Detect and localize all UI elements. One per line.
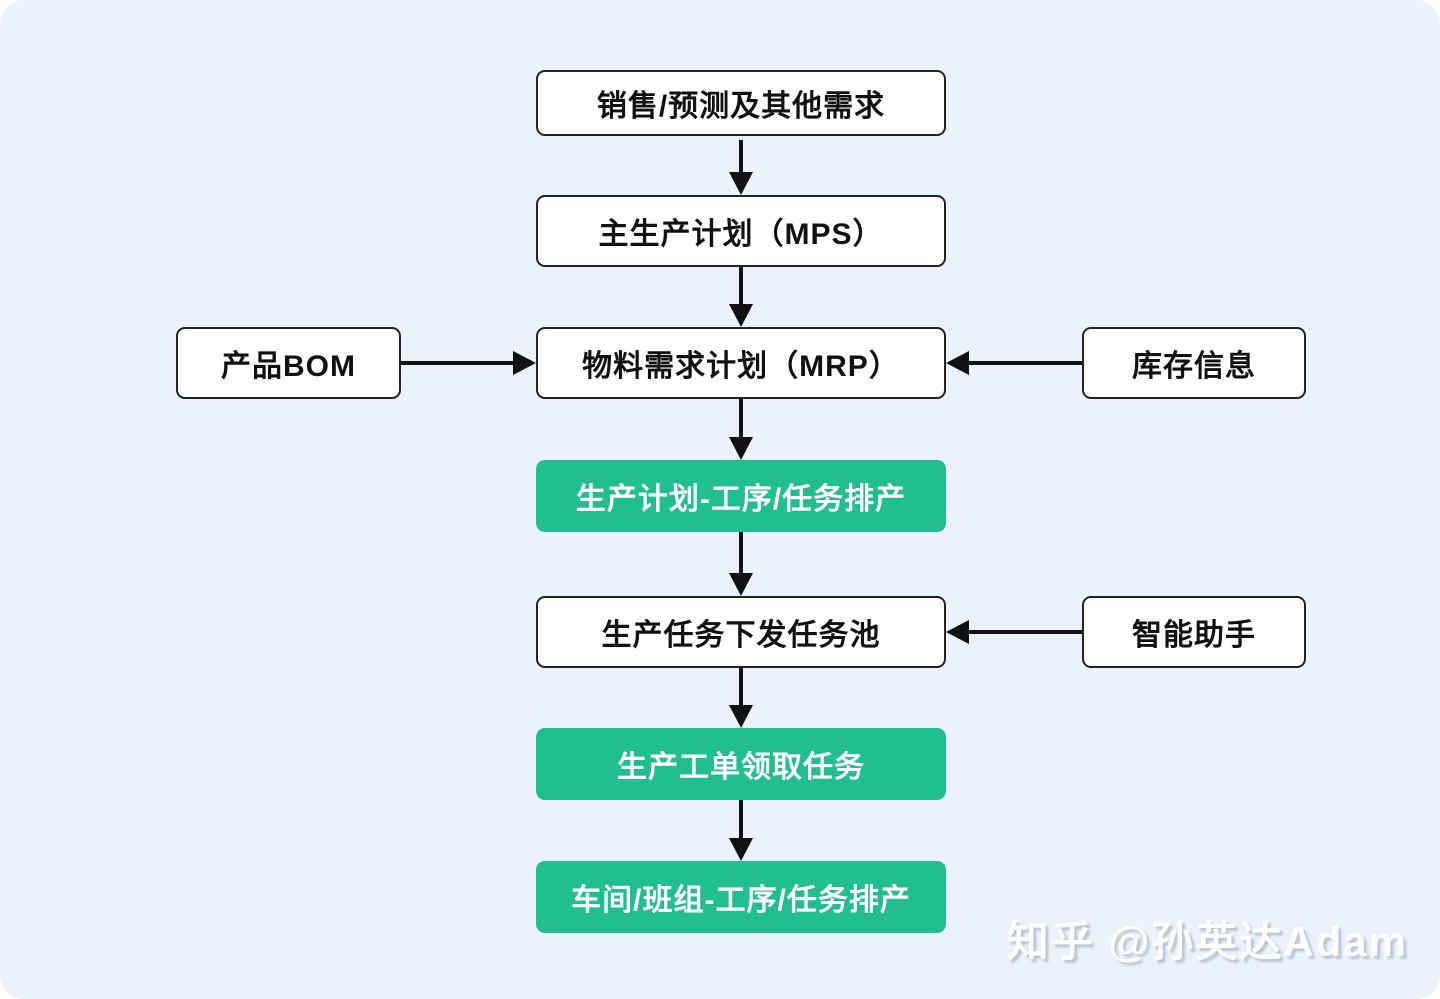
node-workshop-team-scheduling: 车间/班组-工序/任务排产 [536, 861, 946, 933]
node-inventory-info: 库存信息 [1082, 327, 1306, 399]
arrow-mrp-to-plan-scheduling [739, 399, 743, 437]
node-sales-forecast-demand: 销售/预测及其他需求 [536, 70, 946, 136]
arrow-inventory-to-mrp [969, 361, 1082, 365]
node-work-order-claim-task: 生产工单领取任务 [536, 728, 946, 800]
node-product-bom: 产品BOM [176, 327, 401, 399]
arrow-sales-to-mps [739, 140, 743, 172]
node-smart-assistant: 智能助手 [1082, 596, 1306, 668]
watermark: 知乎 @孙英达Adam [1006, 918, 1408, 965]
arrow-plan-scheduling-to-task-pool [739, 532, 743, 573]
node-task-pool: 生产任务下发任务池 [536, 596, 946, 668]
node-material-requirements-planning: 物料需求计划（MRP） [536, 327, 946, 399]
node-production-plan-scheduling: 生产计划-工序/任务排产 [536, 460, 946, 532]
node-master-production-schedule: 主生产计划（MPS） [536, 195, 946, 267]
arrow-mps-to-mrp [739, 267, 743, 304]
arrow-bom-to-mrp [401, 361, 513, 365]
arrow-assistant-to-task-pool [969, 630, 1082, 634]
arrow-work-order-to-workshop [739, 800, 743, 838]
arrow-task-pool-to-work-order [739, 668, 743, 705]
